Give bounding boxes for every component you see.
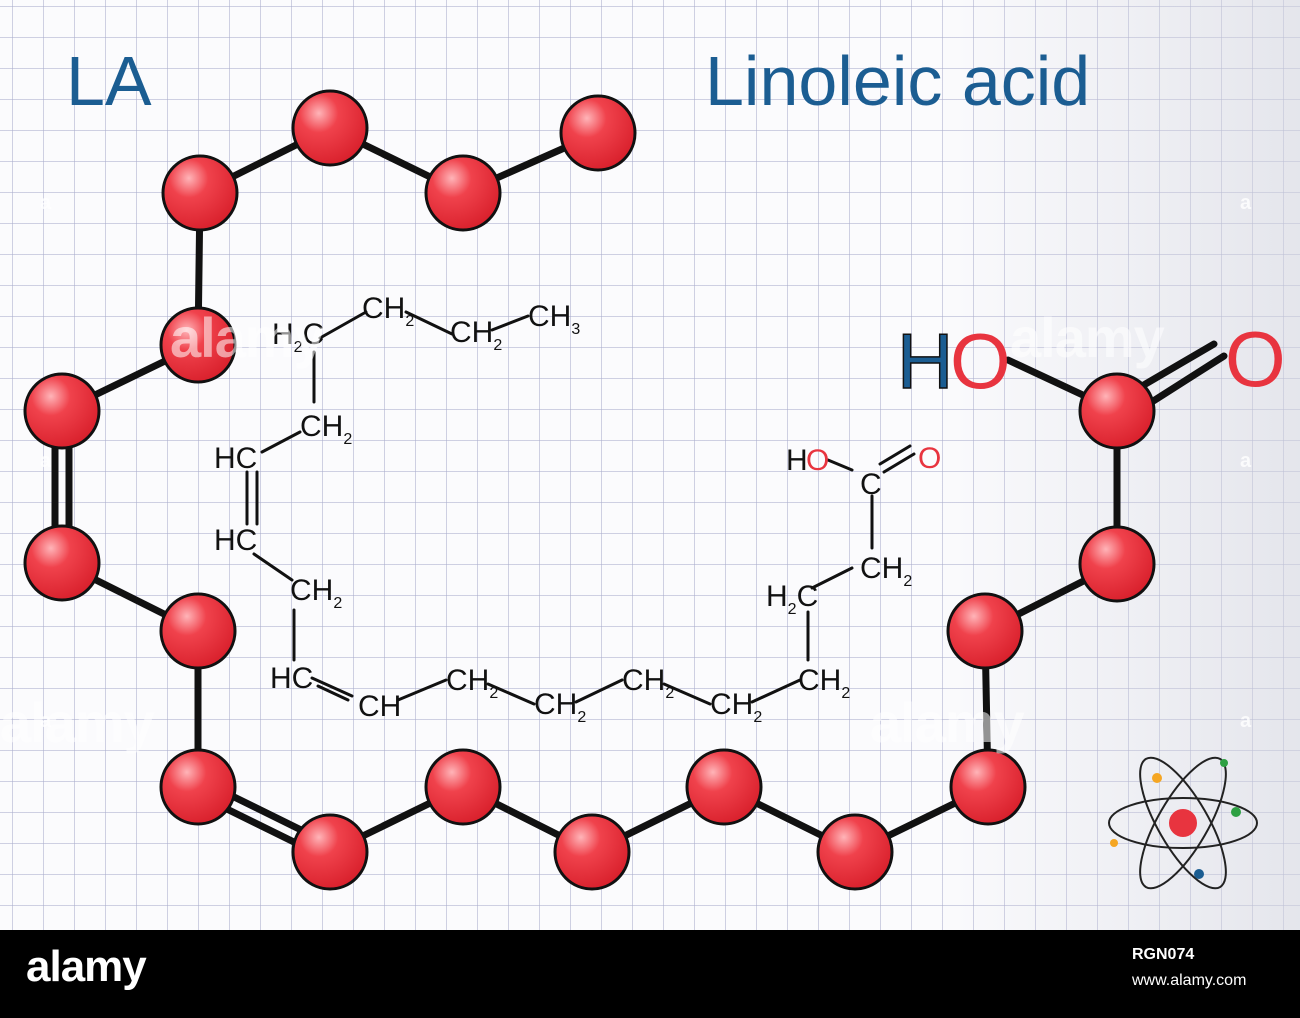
hydroxyl-o-label: O: [806, 444, 829, 477]
c2-subscript: 2: [903, 573, 912, 590]
watermark-right: alamy: [870, 691, 1025, 754]
watermark-mark: a: [1240, 192, 1252, 214]
carbon-atom: [553, 813, 631, 891]
c4-label: CH: [798, 664, 841, 697]
large-hydroxyl-oxygen-label: O: [950, 317, 1011, 405]
c10-label: HC: [270, 662, 313, 695]
svg-text:CH2: CH2: [798, 664, 850, 702]
watermark-left: alamy: [0, 691, 155, 754]
large-hydrogen-label: H: [897, 317, 953, 405]
c17-subscript: 2: [405, 313, 414, 330]
c7-label: CH: [534, 688, 577, 721]
abbreviation-title: LA: [66, 42, 152, 120]
carbon-atom: [159, 748, 237, 826]
carbon-atom: [159, 306, 237, 384]
carbon-atom: [946, 592, 1024, 670]
c16-label: CH: [450, 316, 493, 349]
c5-subscript: 2: [753, 709, 762, 726]
svg-text:CH2: CH2: [860, 552, 912, 590]
alamy-logo: alamy: [26, 942, 147, 991]
c15-c-label: C: [303, 318, 325, 351]
svg-text:CH3: CH3: [528, 300, 580, 338]
c8-subscript: 2: [489, 685, 498, 702]
watermark-mark: a: [40, 450, 52, 472]
carbon-atom: [291, 813, 369, 891]
c11-subscript: 2: [333, 595, 342, 612]
carbon-atom: [291, 89, 369, 167]
c8-label: CH: [446, 664, 489, 697]
svg-text:CH2: CH2: [446, 664, 498, 702]
carbon-atom: [23, 372, 101, 450]
watermark-center-left: alamy: [170, 306, 325, 369]
c5-label: CH: [710, 688, 753, 721]
watermark-center-right: alamy: [1010, 306, 1165, 369]
hydroxyl-h-label: H: [786, 444, 808, 477]
c3-c-label: C: [797, 580, 819, 613]
svg-text:H2C: H2C: [766, 580, 818, 618]
ball-and-stick-bonds: [51, 124, 1228, 862]
ball-and-stick-atoms: [23, 89, 1156, 891]
svg-text:H2C: H2C: [272, 318, 324, 356]
c11-label: CH: [290, 574, 333, 607]
svg-text:CH2: CH2: [710, 688, 762, 726]
c3-h-label: H: [766, 580, 788, 613]
carbon-atom: [685, 748, 763, 826]
c15-subscript: 2: [294, 339, 303, 356]
c14-subscript: 2: [343, 431, 352, 448]
c3-subscript: 2: [788, 601, 797, 618]
c4-subscript: 2: [841, 685, 850, 702]
c2-label: CH: [860, 552, 903, 585]
image-id: RGN074: [1132, 946, 1195, 963]
svg-text:CH2: CH2: [450, 316, 502, 354]
carbon-atom: [159, 592, 237, 670]
watermark-mark: a: [40, 710, 52, 732]
carbon-atom: [559, 94, 637, 172]
c6-subscript: 2: [665, 685, 674, 702]
c18-subscript: 3: [571, 321, 580, 338]
footer-bar: [0, 930, 1300, 1018]
c7-subscript: 2: [577, 709, 586, 726]
carbon-atom: [1078, 525, 1156, 603]
c9-label: CH: [358, 690, 401, 723]
carbonyl-o-label: O: [918, 442, 941, 475]
watermark-mark: a: [1240, 450, 1252, 472]
carbon-atom: [23, 524, 101, 602]
c16-subscript: 2: [493, 337, 502, 354]
c14-label: CH: [300, 410, 343, 443]
c12-label: HC: [214, 524, 257, 557]
c1-label: C: [860, 468, 882, 501]
c17-label: CH: [362, 292, 405, 325]
molecule-diagram: H O O: [23, 89, 1286, 891]
watermark-mark: a: [40, 192, 52, 214]
carbon-atom: [161, 154, 239, 232]
svg-text:CH2: CH2: [534, 688, 586, 726]
svg-text:CH2: CH2: [300, 410, 352, 448]
atom-icon: [1108, 756, 1258, 890]
c6-label: CH: [622, 664, 665, 697]
large-carbonyl-oxygen-label: O: [1225, 315, 1286, 403]
formula-labels: CH2 CH2 CH3 H2C CH2 HC HC CH2 HC CH CH2 …: [214, 292, 941, 726]
carbon-atom: [816, 813, 894, 891]
carbon-atom: [424, 748, 502, 826]
svg-text:CH2: CH2: [290, 574, 342, 612]
svg-text:CH2: CH2: [362, 292, 414, 330]
c13-label: HC: [214, 442, 257, 475]
carbon-atom: [1078, 372, 1156, 450]
watermark-mark: a: [1240, 710, 1252, 732]
carbon-atom: [949, 748, 1027, 826]
svg-text:CH2: CH2: [622, 664, 674, 702]
skeletal-formula: [245, 310, 916, 706]
c18-label: CH: [528, 300, 571, 333]
c15-h-label: H: [272, 318, 294, 351]
large-carboxyl-labels: H O O: [896, 315, 1286, 406]
compound-name-title: Linoleic acid: [705, 42, 1091, 120]
carbon-atom: [424, 154, 502, 232]
site-url: www.alamy.com: [1132, 972, 1247, 989]
